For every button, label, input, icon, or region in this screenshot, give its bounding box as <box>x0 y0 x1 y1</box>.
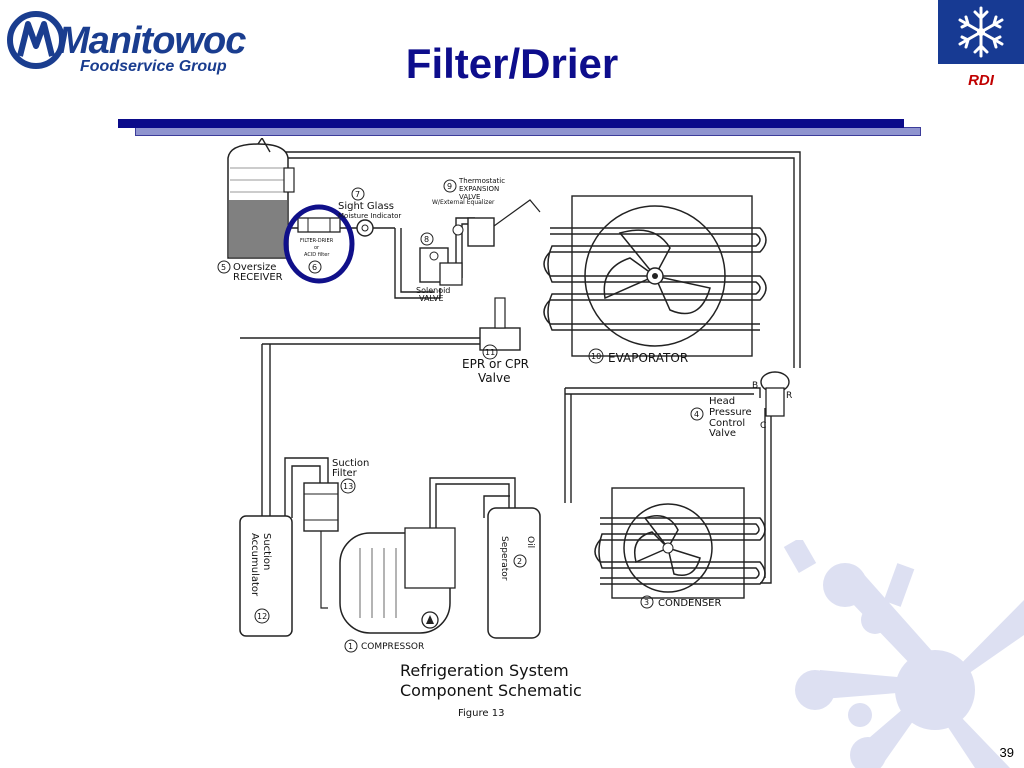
oil-sep-num: 2 <box>517 557 522 566</box>
suction-filter <box>303 482 339 609</box>
txv-label-1: Thermostatic <box>458 177 505 185</box>
epr-num: 11 <box>485 348 495 357</box>
logo-subtitle: Foodservice Group <box>80 58 227 75</box>
head-label-4: Valve <box>709 428 736 439</box>
accumulator-num: 12 <box>257 612 267 621</box>
oil-separator <box>487 507 541 639</box>
head-label-1: Head <box>709 396 735 407</box>
refrigeration-schematic: 5 Oversize RECEIVER FILTER-DRIER or ACID… <box>217 138 801 719</box>
condenser-label: CONDENSER <box>658 598 721 609</box>
logo-wordmark: Manitowoc <box>58 20 246 62</box>
port-c: C <box>760 421 766 431</box>
solenoid-label-2: VALVE <box>419 294 444 303</box>
drier-label-2: or <box>314 245 320 251</box>
head-label-3: Control <box>709 418 745 429</box>
solenoid-num: 8 <box>424 235 429 244</box>
manitowoc-logo <box>7 11 65 69</box>
condenser <box>594 487 766 599</box>
txv-num: 9 <box>447 182 452 191</box>
sight-label-1: Sight Glass <box>338 201 394 212</box>
condenser-num: 3 <box>644 598 649 607</box>
slide-title: Filter/Drier <box>405 40 619 87</box>
drier-label-3: ACID filter <box>304 252 330 258</box>
txv-label-4: W/External Equalizer <box>432 199 495 206</box>
epr-label-2: Valve <box>478 371 510 385</box>
accumulator-label-2: Accumulator <box>249 533 260 597</box>
head-label-2: Pressure <box>709 407 752 418</box>
filter-drier-highlight-ring <box>283 204 355 284</box>
port-r: R <box>786 391 792 401</box>
epr-label-1: EPR or CPR <box>462 357 529 371</box>
suction-accumulator <box>239 515 293 637</box>
evap-num: 10 <box>591 352 601 361</box>
sight-glass <box>356 219 374 237</box>
compressor-num: 1 <box>348 642 353 651</box>
suction-filter-num: 13 <box>343 482 353 491</box>
suction-filter-label-2: Filter <box>332 468 358 479</box>
suction-line-left <box>240 333 501 339</box>
header-rule-shadow <box>135 127 921 136</box>
sight-num: 7 <box>355 190 360 199</box>
drier-num: 6 <box>312 263 317 272</box>
compressor <box>339 527 456 634</box>
evaporator <box>543 195 767 357</box>
sight-label-2: Moisture Indicator <box>338 212 401 220</box>
port-b: B <box>752 381 758 391</box>
liquid-line-top <box>262 151 801 368</box>
evap-label: EVAPORATOR <box>608 351 688 365</box>
receiver-num: 5 <box>221 263 226 272</box>
suction-filter-label-1: Suction <box>332 458 369 469</box>
txv-label-3: VALVE <box>459 193 480 201</box>
receiver-tank <box>227 138 295 259</box>
snowflake-icon <box>958 6 1004 58</box>
expansion-valve <box>452 199 541 247</box>
page-number: 39 <box>999 745 1014 760</box>
solenoid-valve <box>419 247 463 286</box>
header-rule <box>118 119 904 128</box>
head-pressure-valve <box>760 371 790 417</box>
receiver-label-1: Oversize <box>233 262 276 273</box>
solenoid-label-1: Solenoid <box>416 286 450 295</box>
rdi-label: RDI <box>968 72 994 89</box>
rdi-badge <box>938 0 1024 64</box>
caption-line-1: Refrigeration System <box>400 661 569 680</box>
accumulator-label-1: Suction <box>261 533 272 570</box>
drier-label-1: FILTER-DRIER <box>300 238 334 244</box>
oil-sep-label-1: Oil <box>525 536 535 548</box>
head-num: 4 <box>694 410 699 419</box>
figure-label: Figure 13 <box>458 708 504 719</box>
compressor-label: COMPRESSOR <box>361 642 424 652</box>
epr-valve <box>479 297 521 351</box>
caption-line-2: Component Schematic <box>400 681 582 700</box>
filter-drier <box>297 217 341 233</box>
txv-label-2: EXPANSION <box>459 185 499 193</box>
snowflake-watermark-icon <box>783 540 1024 768</box>
receiver-label-2: RECEIVER <box>233 272 283 283</box>
oil-sep-label-2: Seperator <box>499 536 509 581</box>
